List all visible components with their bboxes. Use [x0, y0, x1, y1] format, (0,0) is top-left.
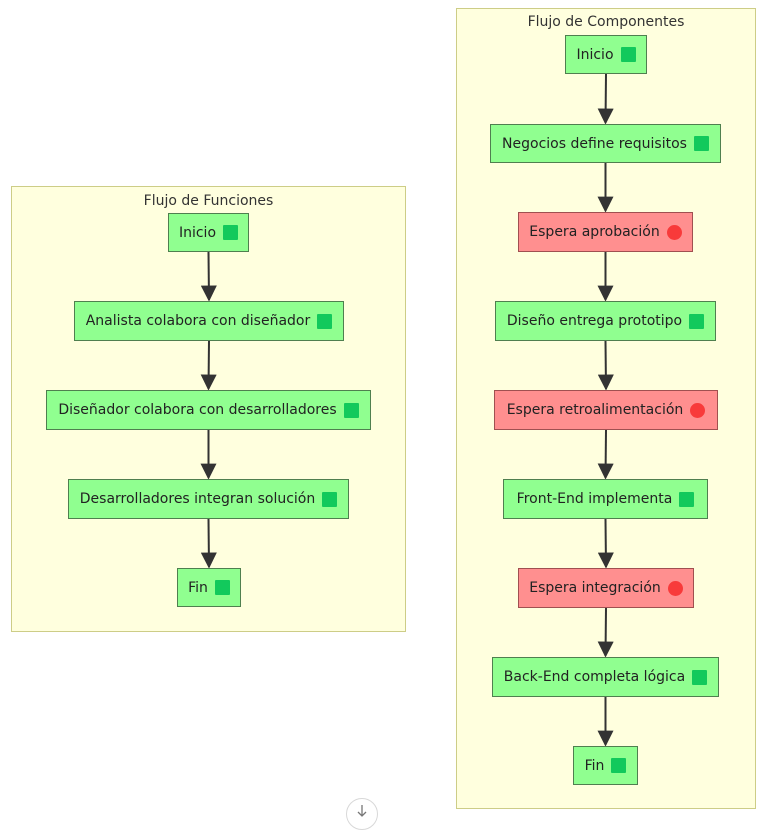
- node-espera-aprobacion: Espera aprobación: [518, 212, 693, 252]
- green-square-icon: [214, 580, 230, 595]
- node-label: Fin: [584, 757, 605, 774]
- green-square-icon: [679, 491, 695, 507]
- red-circle-icon: [690, 402, 706, 418]
- node-label: Inicio: [178, 224, 217, 241]
- arrow-down-icon: [357, 805, 367, 817]
- node-label: Analista colabora con diseñador: [85, 313, 311, 329]
- red-circle-icon: [666, 224, 682, 240]
- green-square-icon: [693, 136, 709, 151]
- node-analista-colabora: Analista colabora con diseñador: [74, 301, 344, 341]
- green-square-icon: [322, 491, 338, 507]
- green-square-icon: [692, 669, 708, 685]
- node-fin: Fin: [573, 746, 638, 785]
- node-espera-retroalimentacion: Espera retroalimentación: [494, 390, 718, 430]
- red-circle-icon: [667, 580, 683, 596]
- node-label: Diseño entrega prototipo: [506, 313, 683, 329]
- node-label: Front-End implementa: [516, 491, 673, 507]
- cluster-title: Flujo de Funciones: [143, 193, 274, 209]
- green-square-icon: [620, 47, 636, 62]
- node-back-end-completa: Back-End completa lógica: [492, 657, 719, 697]
- scroll-down-button[interactable]: [346, 798, 378, 830]
- node-label: Espera retroalimentación: [506, 402, 684, 418]
- cluster-title: Flujo de Componentes: [527, 14, 685, 30]
- node-label: Fin: [188, 579, 208, 596]
- node-espera-integracion: Espera integración: [518, 568, 694, 608]
- node-inicio: Inicio: [168, 213, 249, 252]
- node-label: Back-End completa lógica: [503, 669, 686, 685]
- green-square-icon: [343, 402, 359, 418]
- green-square-icon: [223, 225, 239, 240]
- node-label: Diseñador colabora con desarrolladores: [58, 402, 337, 418]
- node-front-end-implementa: Front-End implementa: [503, 479, 708, 519]
- green-square-icon: [689, 313, 705, 329]
- green-square-icon: [317, 313, 333, 329]
- green-square-icon: [611, 758, 627, 773]
- node-inicio: Inicio: [565, 35, 647, 74]
- node-label: Desarrolladores integran solución: [79, 491, 316, 507]
- node-desarrolladores-integran: Desarrolladores integran solución: [68, 479, 349, 519]
- node-label: Espera aprobación: [529, 224, 660, 240]
- node-fin: Fin: [177, 568, 241, 607]
- node-negocios-define: Negocios define requisitos: [490, 124, 721, 163]
- node-label: Negocios define requisitos: [502, 135, 687, 152]
- node-label: Inicio: [576, 46, 614, 63]
- node-disenador-colabora: Diseñador colabora con desarrolladores: [46, 390, 371, 430]
- node-diseno-entrega: Diseño entrega prototipo: [495, 301, 716, 341]
- node-label: Espera integración: [529, 580, 661, 596]
